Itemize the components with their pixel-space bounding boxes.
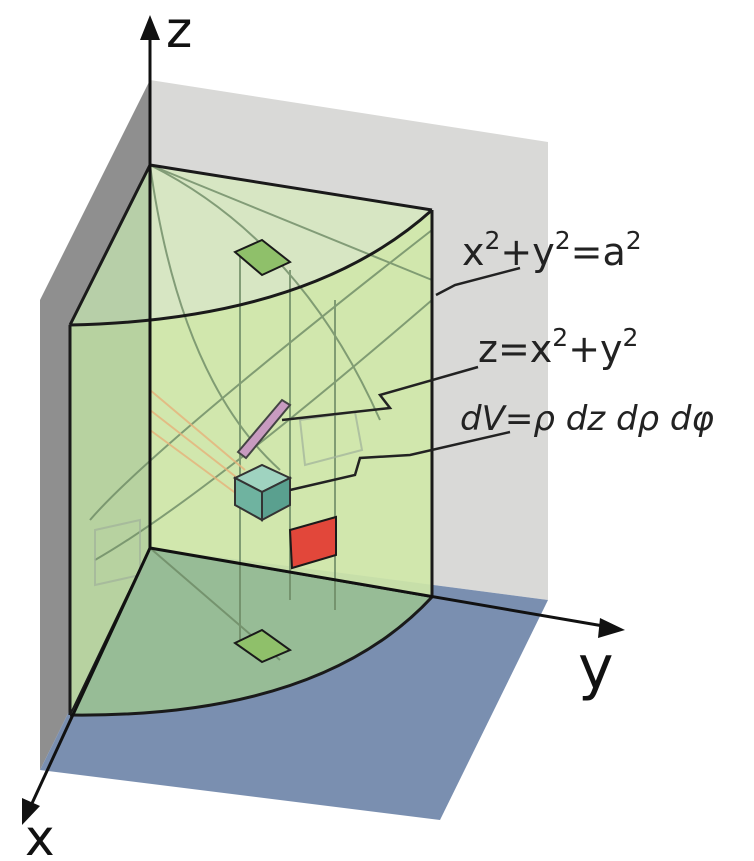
surface-patch-bottom bbox=[233, 628, 293, 664]
axes bbox=[22, 15, 625, 825]
x-axis-label: x bbox=[25, 809, 55, 861]
leader-lines bbox=[281, 266, 521, 492]
leader-volume-element bbox=[289, 430, 511, 492]
projection-lines bbox=[149, 389, 246, 501]
y-axis-label: y bbox=[578, 633, 614, 703]
x-axis-arrow bbox=[22, 798, 40, 825]
volume-element-cube bbox=[232, 463, 293, 522]
cylinder-wall-element bbox=[288, 515, 337, 570]
leader-cylinder-wall bbox=[435, 266, 521, 297]
x-axis bbox=[26, 547, 152, 813]
z-axis-arrow bbox=[140, 15, 160, 40]
volume-element-equation: dV=ρ dz dρ dφ bbox=[460, 399, 715, 439]
leader-paraboloid bbox=[281, 365, 479, 422]
y-axis bbox=[149, 546, 616, 630]
paraboloid-element bbox=[236, 398, 292, 460]
paraboloid-equation: z=x2+y2 bbox=[478, 323, 638, 371]
cylinder-wall-equation: x2+y2=a2 bbox=[462, 226, 642, 274]
surface-patch-top bbox=[233, 238, 292, 277]
z-axis-label: z bbox=[166, 1, 192, 59]
y-axis-arrow bbox=[598, 618, 625, 638]
